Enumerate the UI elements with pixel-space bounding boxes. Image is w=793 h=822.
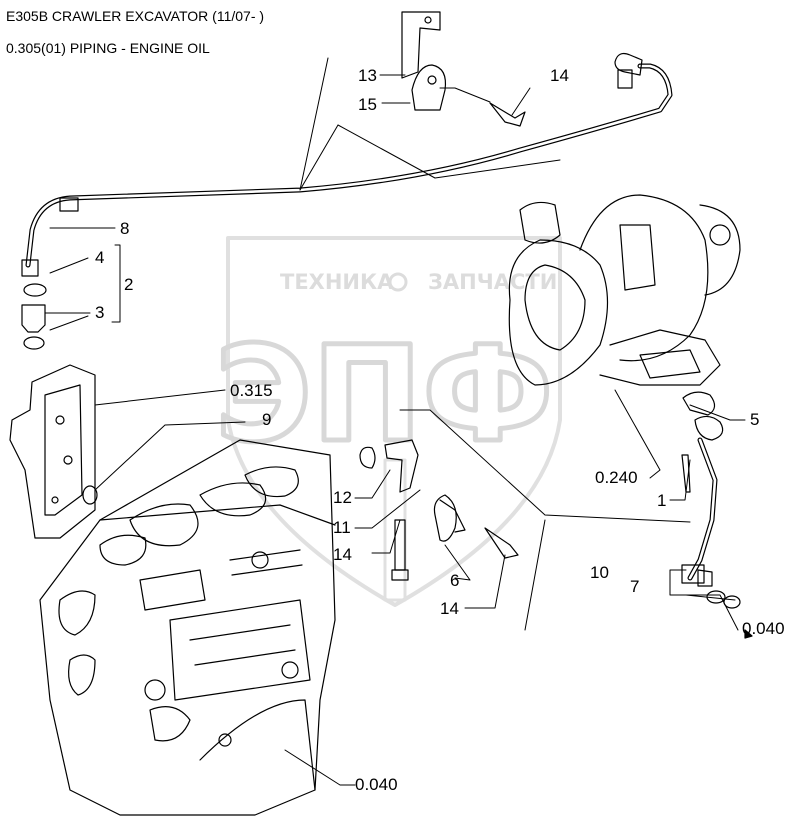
- callout-11: 11: [333, 518, 351, 537]
- callout-0240: 0.240: [595, 468, 638, 487]
- watermark-big-text: ЭПФ: [215, 318, 553, 472]
- watermark-text-left: ТЕХНИКА: [280, 270, 394, 294]
- callout-1: 1: [657, 491, 666, 510]
- callout-13: 13: [358, 66, 377, 85]
- callout-10: 10: [590, 563, 609, 582]
- callout-9: 9: [262, 410, 271, 429]
- callout-14-top: 14: [550, 66, 569, 85]
- callout-0315: 0.315: [230, 381, 273, 400]
- callout-14-mid: 14: [333, 545, 352, 564]
- oil-feed-pipe: [21, 52, 673, 277]
- watermark-text-right: ЗАПЧАСТИ: [428, 270, 557, 294]
- callout-2: 2: [124, 275, 133, 294]
- callout-5: 5: [750, 410, 759, 429]
- watermark-logo: ТЕХНИКА ЗАПЧАСТИ ЭПФ: [213, 236, 562, 607]
- oil-return-pipe: [681, 391, 753, 639]
- middle-clamp-assembly: [359, 439, 519, 581]
- banjo-fitting-parts: [21, 283, 47, 350]
- callout-7: 7: [630, 577, 639, 596]
- upper-clamp-assembly: [401, 11, 526, 127]
- cover-plate: [9, 364, 98, 539]
- diagram-title: E305B CRAWLER EXCAVATOR (11/07- ): [6, 8, 265, 24]
- engine-block: [39, 439, 336, 816]
- callout-15: 15: [358, 95, 377, 114]
- callout-3: 3: [95, 303, 104, 322]
- turbocharger: [508, 194, 741, 386]
- callout-0040-right: 0.040: [742, 619, 785, 638]
- diagram-subtitle: 0.305(01) PIPING - ENGINE OIL: [6, 40, 210, 56]
- callout-14-bottom: 14: [440, 599, 459, 618]
- callout-0040-bottom: 0.040: [355, 775, 398, 794]
- callout-4: 4: [95, 248, 104, 267]
- callout-12: 12: [333, 488, 352, 507]
- callout-6: 6: [450, 571, 459, 590]
- callout-8: 8: [120, 219, 129, 238]
- watermark-gear-icon: [388, 272, 408, 292]
